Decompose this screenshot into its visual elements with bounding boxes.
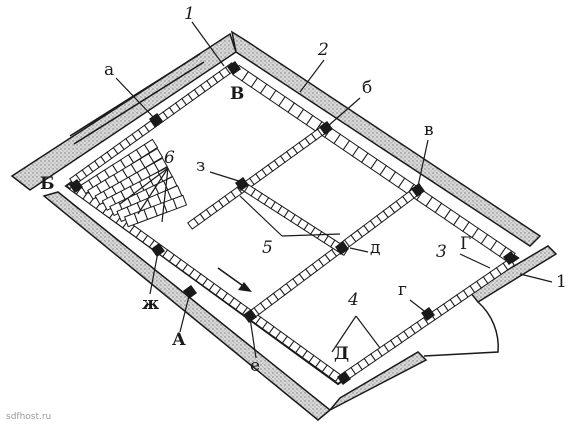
label-A: А xyxy=(172,330,186,350)
label-e: е xyxy=(250,356,261,376)
label-a: а xyxy=(104,60,115,80)
reference-tile xyxy=(227,61,241,75)
tile xyxy=(147,147,164,164)
label-g: г xyxy=(398,280,407,300)
watermark: sdfhost.ru xyxy=(6,412,52,422)
reference-tile xyxy=(69,179,83,193)
label-z: з xyxy=(196,156,206,176)
label-B: Б xyxy=(40,174,55,194)
tile-field-row xyxy=(94,157,168,206)
label-V: В xyxy=(230,84,245,104)
tile-field-row xyxy=(123,194,188,228)
leader-lines xyxy=(115,21,553,359)
wall-right-end xyxy=(468,245,558,303)
door-swing xyxy=(423,301,499,357)
label-5: 5 xyxy=(262,238,273,258)
reference-tile xyxy=(503,251,517,265)
label-G: Г xyxy=(460,234,472,254)
label-zh: ж xyxy=(142,294,160,314)
tile-row-right xyxy=(337,257,515,385)
tile-row-bottom xyxy=(68,181,342,383)
label-4: 4 xyxy=(348,290,359,310)
label-6: 6 xyxy=(164,148,175,168)
tile xyxy=(143,138,159,154)
reference-tile xyxy=(243,309,257,323)
label-3: 3 xyxy=(436,242,447,262)
direction-arrow xyxy=(217,267,247,289)
tile-row-top xyxy=(232,64,516,264)
label-1-top: 1 xyxy=(184,4,195,24)
label-b: б xyxy=(362,78,373,98)
reference-tile xyxy=(337,371,351,385)
wall-bottom-right xyxy=(329,351,428,411)
label-1-right: 1 xyxy=(556,272,567,292)
tile-row-left xyxy=(69,62,237,186)
label-D: Д xyxy=(334,344,350,364)
reference-tile xyxy=(151,243,165,257)
window-line xyxy=(69,53,201,137)
tile xyxy=(172,194,188,210)
label-d: д xyxy=(370,238,381,258)
reference-tile xyxy=(335,241,349,255)
direction-arrow-head xyxy=(238,282,252,292)
reference-tile xyxy=(411,183,425,197)
tile xyxy=(187,217,200,230)
label-v: в xyxy=(424,120,434,140)
label-2: 2 xyxy=(318,40,329,60)
